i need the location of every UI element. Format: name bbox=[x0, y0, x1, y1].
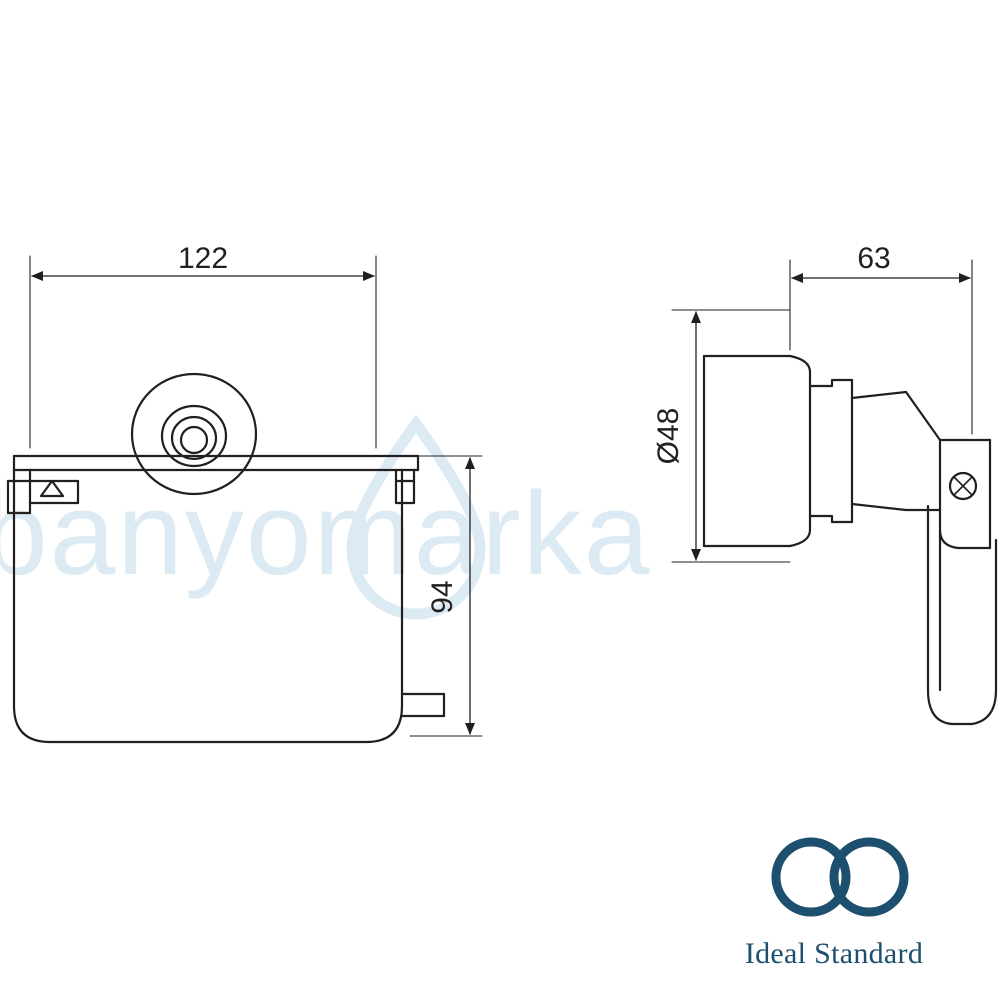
dimension-label-63: 63 bbox=[857, 242, 890, 275]
dimension-label-94: 94 bbox=[426, 580, 459, 613]
brand-name: Ideal Standard bbox=[744, 937, 924, 970]
watermark-text: banyomarka bbox=[0, 468, 652, 600]
water-drop-icon bbox=[346, 414, 486, 620]
front-view-geometry bbox=[6, 372, 446, 744]
dimension-label-122: 122 bbox=[178, 242, 228, 275]
side-view-geometry bbox=[702, 354, 998, 726]
dimension-diameter-48 bbox=[671, 309, 791, 563]
dimension-label-diameter-48: Ø48 bbox=[652, 408, 685, 465]
dimension-94 bbox=[409, 455, 483, 737]
dimension-63 bbox=[789, 259, 973, 435]
two-interlocking-circles-icon bbox=[771, 837, 909, 917]
dimension-122 bbox=[29, 255, 377, 449]
